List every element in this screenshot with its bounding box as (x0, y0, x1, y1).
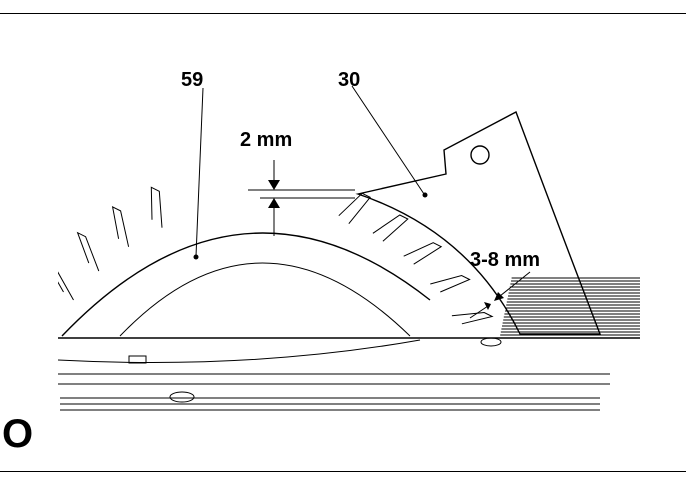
saw-tooth (338, 192, 371, 225)
table-hatching (500, 277, 640, 336)
saw-tooth (76, 231, 100, 272)
saw-tooth (451, 311, 494, 325)
top-rule (0, 13, 686, 14)
riving-knife (355, 111, 602, 335)
saw-tooth (150, 186, 163, 228)
callout-2mm: 2 mm (240, 129, 292, 151)
height-dimension (248, 160, 355, 236)
table-surface (58, 277, 640, 411)
table-hole-right (480, 337, 502, 347)
knife-hole (470, 145, 490, 165)
bottom-rule (0, 471, 686, 472)
saw-tooth (430, 274, 471, 293)
leader-59 (195, 87, 204, 257)
callout-30: 30 (338, 69, 360, 91)
side-gap-dimension (469, 271, 531, 319)
saw-tooth (403, 242, 443, 265)
table-hole (169, 391, 195, 403)
saw-blade (23, 186, 494, 364)
blade-marker (128, 355, 147, 364)
leader-30 (351, 85, 425, 195)
riving-knife-diagram: 59 30 2 mm 3-8 mm (23, 69, 640, 411)
saw-tooth (372, 214, 409, 242)
saw-tooth (111, 206, 130, 247)
callout-59: 59 (181, 69, 203, 91)
saw-teeth (23, 186, 494, 333)
figure-letter: O (2, 412, 34, 456)
saw-tooth (23, 300, 54, 333)
saw-tooth (58, 271, 74, 301)
callout-3-8mm: 3-8 mm (470, 249, 540, 271)
